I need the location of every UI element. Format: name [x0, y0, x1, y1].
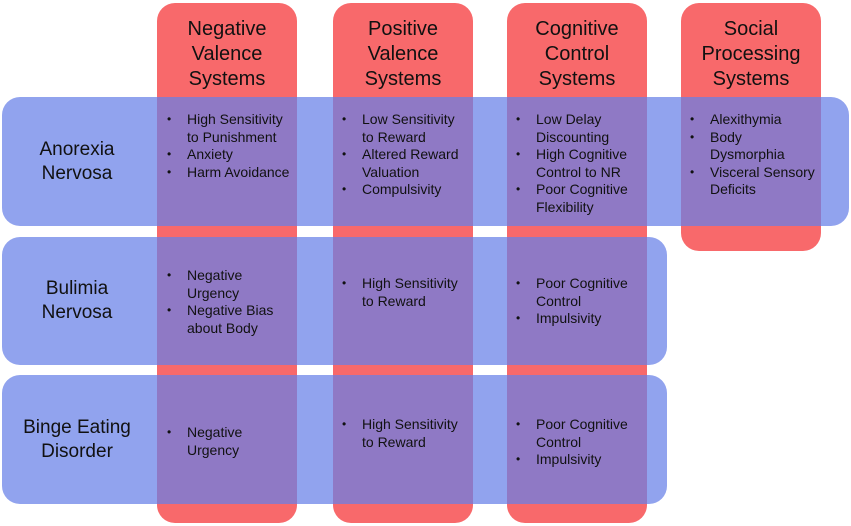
cell-anorexia-negative-valence: High Sensitivity to Punishment Anxiety H… [161, 111, 291, 181]
list-item: Poor Cognitive Control [510, 416, 644, 451]
row-label-line: Nervosa [41, 302, 113, 323]
cell-binge-cognitive-control: Poor Cognitive Control Impulsivity [510, 416, 644, 469]
cell-anorexia-social-processing: Alexithymia Body Dysmorphia Visceral Sen… [684, 111, 818, 199]
list-item: Harm Avoidance [161, 164, 291, 182]
list-item: High Sensitivity to Punishment [161, 111, 291, 146]
column-title-line: Valence [367, 43, 439, 65]
list-item: Negative Bias about Body [161, 302, 295, 337]
column-title-line: Systems [364, 68, 442, 90]
list-item: High Sensitivity to Reward [336, 275, 466, 310]
cell-anorexia-positive-valence: Low Sensitivity to Reward Altered Reward… [336, 111, 470, 199]
column-title-line: Systems [538, 68, 616, 90]
list-item: Compulsivity [336, 181, 470, 199]
row-label: Bulimia Nervosa [2, 237, 152, 365]
cell-anorexia-cognitive-control: Low Delay Discounting High Cognitive Con… [510, 111, 644, 216]
column-title-line: Processing [701, 43, 801, 65]
list-item: Poor Cognitive Flexibility [510, 181, 644, 216]
list-item: Impulsivity [510, 451, 644, 469]
cell-binge-positive-valence: High Sensitivity to Reward [336, 416, 466, 451]
cell-bulimia-negative-valence: Negative Urgency Negative Bias about Bod… [161, 267, 295, 337]
list-item: Altered Reward Valuation [336, 146, 470, 181]
column-title-line: Positive [367, 18, 439, 40]
list-item: Body Dysmorphia [684, 129, 818, 164]
row-label: Anorexia Nervosa [2, 97, 152, 226]
column-header: Cognitive Control Systems [507, 17, 647, 92]
column-header: Social Processing Systems [681, 17, 821, 92]
list-item: Negative Urgency [161, 267, 295, 302]
cell-bulimia-positive-valence: High Sensitivity to Reward [336, 275, 466, 310]
row-label-line: Disorder [41, 440, 113, 462]
row-label: Binge Eating Disorder [2, 375, 152, 504]
list-item: Anxiety [161, 146, 291, 164]
row-label-line: Anorexia [39, 138, 115, 160]
list-item: High Cognitive Control to NR [510, 146, 644, 181]
list-item: Low Delay Discounting [510, 111, 644, 146]
row-label-line: Binge Eating [23, 416, 131, 438]
column-header: Positive Valence Systems [333, 17, 473, 92]
list-item: Visceral Sensory Deficits [684, 164, 818, 199]
column-title-line: Systems [712, 68, 790, 90]
list-item: Negative Urgency [161, 424, 291, 459]
list-item: Impulsivity [510, 310, 644, 328]
column-title-line: Negative [187, 18, 267, 40]
cell-binge-negative-valence: Negative Urgency [161, 424, 291, 459]
column-header: Negative Valence Systems [157, 17, 297, 92]
column-title-line: Cognitive [535, 18, 619, 40]
row-label-line: Bulimia [45, 278, 109, 299]
column-title-line: Systems [188, 68, 266, 90]
cell-bulimia-cognitive-control: Poor Cognitive Control Impulsivity [510, 275, 644, 328]
column-title-line: Control [544, 43, 610, 65]
list-item: Poor Cognitive Control [510, 275, 644, 310]
list-item: Alexithymia [684, 111, 818, 129]
list-item: Low Sensitivity to Reward [336, 111, 470, 146]
column-title-line: Valence [191, 43, 263, 65]
column-title-line: Social [723, 18, 779, 40]
list-item: High Sensitivity to Reward [336, 416, 466, 451]
row-label-line: Nervosa [41, 162, 113, 184]
